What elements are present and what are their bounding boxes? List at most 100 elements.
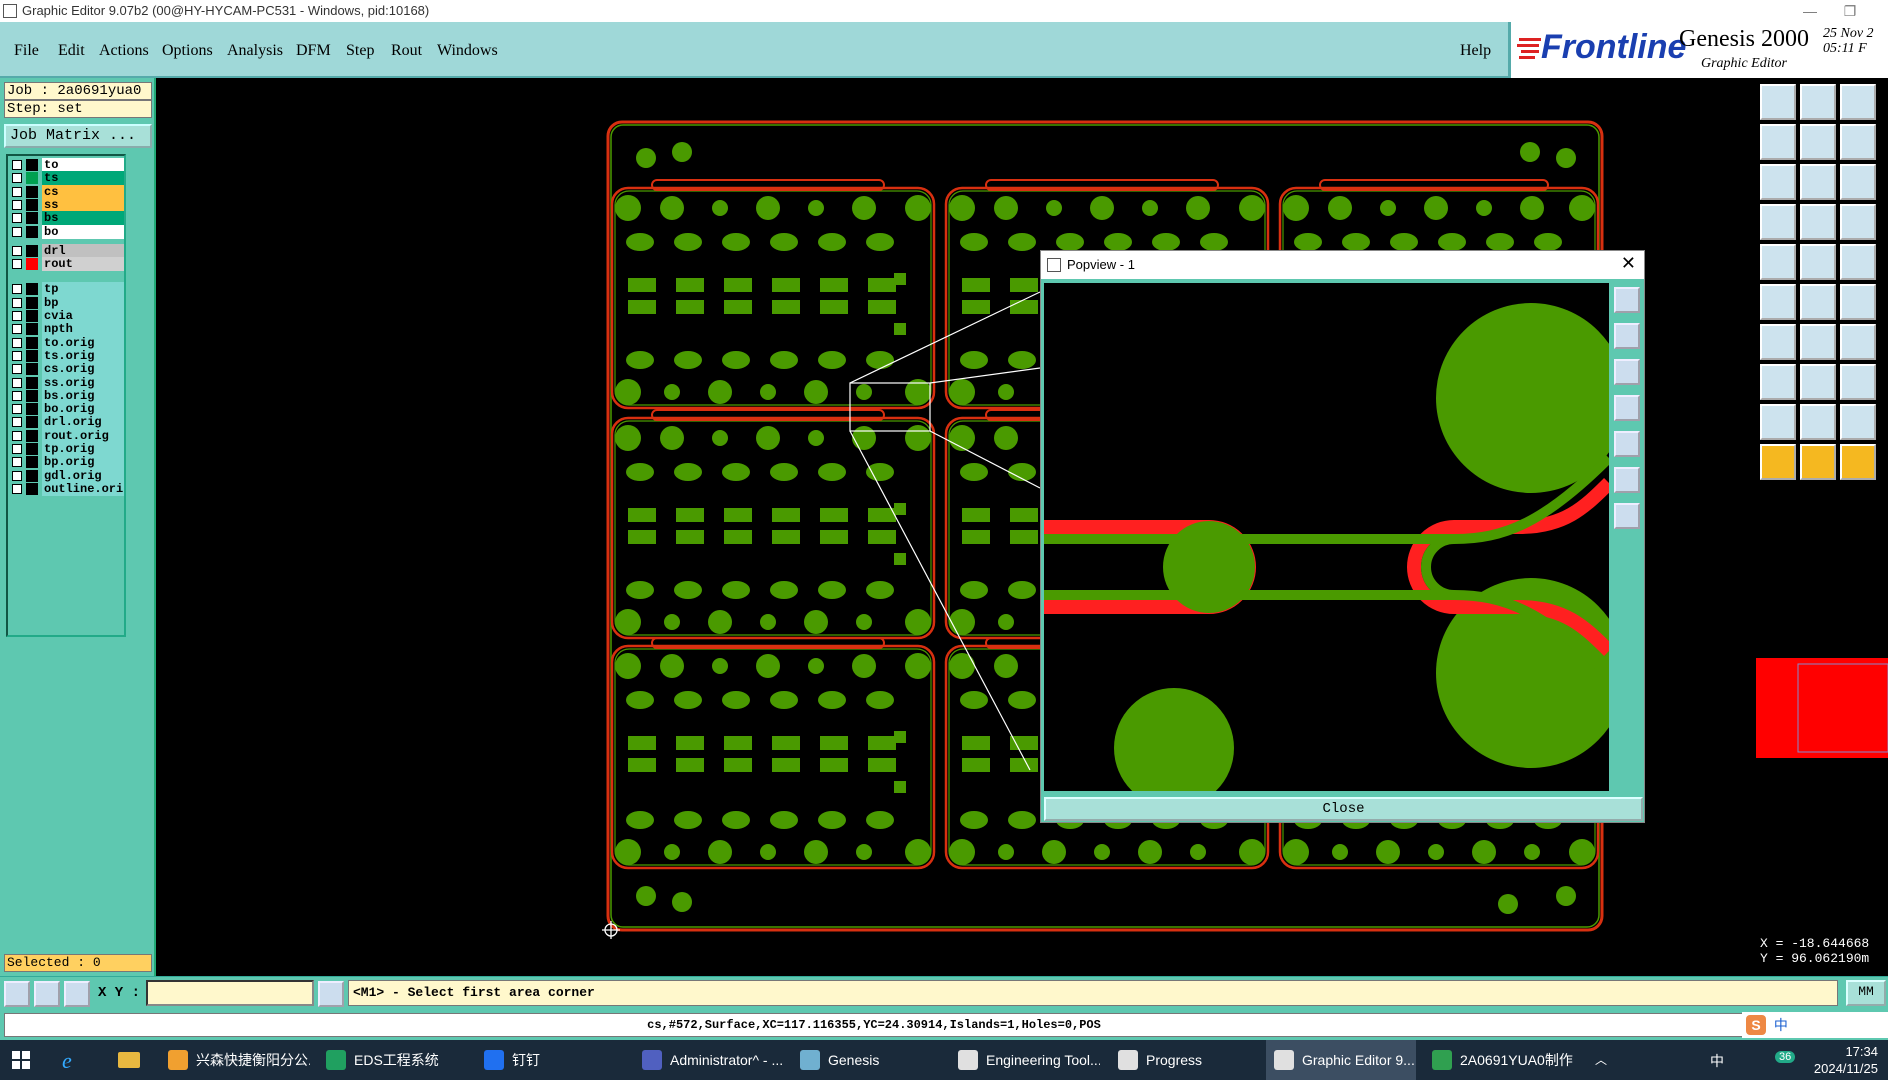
layer-checkbox[interactable]: [12, 226, 22, 237]
layer-checkbox[interactable]: [12, 483, 22, 494]
triangle-icon[interactable]: [1800, 244, 1836, 280]
layer-row[interactable]: bp: [10, 295, 124, 310]
add-node-icon[interactable]: [1840, 284, 1876, 320]
layer-row[interactable]: rout: [10, 257, 124, 272]
layer-name[interactable]: to.orig: [42, 335, 124, 350]
layer-row[interactable]: gdl.orig: [10, 468, 124, 483]
taskbar-item[interactable]: Progress: [1110, 1040, 1260, 1080]
layer-row[interactable]: bs: [10, 211, 124, 226]
popview-zoom-out-icon[interactable]: [1614, 503, 1640, 529]
taskbar-item[interactable]: Administrator^ - ...: [634, 1040, 784, 1080]
layer-checkbox[interactable]: [12, 297, 22, 308]
select-arrow-icon[interactable]: [1760, 444, 1796, 480]
pan-right-icon[interactable]: [1800, 124, 1836, 160]
minimize-button[interactable]: —: [1803, 3, 1817, 19]
layer-checkbox[interactable]: [12, 284, 22, 295]
layer-name[interactable]: to: [42, 158, 124, 172]
reverse-icon[interactable]: [1840, 124, 1876, 160]
popview-pan-right-icon[interactable]: [1614, 431, 1640, 457]
layer-name[interactable]: ss: [42, 197, 124, 212]
layer-name[interactable]: cs.orig: [42, 362, 124, 377]
taskbar-item[interactable]: 2A0691YUA0制作...: [1424, 1040, 1574, 1080]
layer-checkbox[interactable]: [12, 444, 22, 454]
layer-name[interactable]: cvia: [42, 309, 124, 323]
layer-name[interactable]: drl: [42, 243, 124, 258]
layer-name[interactable]: bs.orig: [42, 388, 124, 403]
taskbar-item[interactable]: Engineering Tool...: [950, 1040, 1100, 1080]
layer-name[interactable]: rout: [42, 257, 124, 272]
snap-icon[interactable]: [4, 981, 30, 1007]
close-icon[interactable]: [1800, 284, 1836, 320]
xy-input[interactable]: [146, 980, 314, 1006]
layer-checkbox[interactable]: [12, 186, 22, 197]
menu-file[interactable]: File: [14, 42, 39, 59]
taskbar-item[interactable]: Graphic Editor 9....: [1266, 1040, 1416, 1080]
layer-row[interactable]: drl.orig: [10, 415, 124, 430]
letter-a-outline-icon[interactable]: [1840, 404, 1876, 440]
layer-row[interactable]: tp.orig: [10, 442, 124, 456]
layer-row[interactable]: bo: [10, 224, 124, 239]
grid-icon[interactable]: [64, 981, 90, 1007]
layer-row[interactable]: ts.orig: [10, 348, 124, 363]
slash-icon[interactable]: [1800, 324, 1836, 360]
restore-button[interactable]: ❐: [1843, 3, 1857, 19]
layer-row[interactable]: drl: [10, 243, 124, 258]
popview-pan-down-icon[interactable]: [1614, 359, 1640, 385]
layer-checkbox[interactable]: [12, 470, 22, 481]
pan-left-icon[interactable]: [1760, 124, 1796, 160]
windows-start-icon[interactable]: [12, 1051, 30, 1069]
arc-icon[interactable]: [1840, 324, 1876, 360]
layer-row[interactable]: bp.orig: [10, 455, 124, 470]
job-matrix-button[interactable]: Job Matrix ...: [4, 124, 152, 148]
layer-row[interactable]: ss: [10, 197, 124, 212]
layer-checkbox[interactable]: [12, 404, 22, 415]
popview-close-x-icon[interactable]: ✕: [1620, 253, 1636, 273]
layer-name[interactable]: cs: [42, 184, 124, 199]
menu-analysis[interactable]: Analysis: [227, 42, 283, 59]
layer-checkbox[interactable]: [12, 430, 22, 441]
taskbar-item[interactable]: 兴森快捷衡阳分公...: [160, 1040, 310, 1080]
measure-icon[interactable]: [34, 981, 60, 1007]
sogou-icon[interactable]: S: [1746, 1015, 1766, 1035]
file-explorer-icon[interactable]: [118, 1052, 140, 1068]
layer-checkbox[interactable]: [12, 364, 22, 375]
select-circle-icon[interactable]: [1840, 444, 1876, 480]
layer-name[interactable]: bo: [42, 224, 124, 239]
layer-row[interactable]: outline.orig: [10, 481, 124, 496]
layer-row[interactable]: cvia: [10, 309, 124, 323]
connect-icon[interactable]: [1760, 284, 1796, 320]
layer-checkbox[interactable]: [12, 259, 22, 270]
info-icon[interactable]: [318, 981, 344, 1007]
popview-zoom-home-icon[interactable]: [1614, 287, 1640, 313]
menu-options[interactable]: Options: [162, 42, 213, 59]
layer-row[interactable]: tp: [10, 282, 124, 297]
chevron-up-icon[interactable]: ︿: [1595, 1053, 1608, 1067]
popview-pan-up-icon[interactable]: [1614, 323, 1640, 349]
ruler-icon[interactable]: [1840, 244, 1876, 280]
layer-row[interactable]: ss.orig: [10, 375, 124, 390]
popview-zoom-in-icon[interactable]: [1614, 467, 1640, 493]
layer-checkbox[interactable]: [12, 245, 22, 256]
zoom-home-icon[interactable]: [1760, 84, 1796, 120]
gear-icon[interactable]: [1760, 204, 1796, 240]
layer-checkbox[interactable]: [12, 337, 22, 348]
layer-row[interactable]: bs.orig: [10, 388, 124, 403]
layer-row[interactable]: cs: [10, 184, 124, 199]
home-icon[interactable]: [1840, 84, 1876, 120]
unit-button[interactable]: MM: [1846, 980, 1886, 1006]
layer-row[interactable]: ts: [10, 171, 124, 186]
route-icon[interactable]: [1800, 204, 1836, 240]
layer-row[interactable]: bo.orig: [10, 402, 124, 417]
layer-checkbox[interactable]: [12, 324, 22, 335]
layer-row[interactable]: npth: [10, 322, 124, 337]
ime-lang[interactable]: 中: [1773, 1017, 1788, 1033]
layer-name[interactable]: ts.orig: [42, 348, 124, 363]
clock[interactable]: 17:34 2024/11/25: [1814, 1043, 1878, 1077]
measure-icon[interactable]: [1840, 364, 1876, 400]
taskbar-item[interactable]: 钉钉: [476, 1040, 626, 1080]
zoom-fit-icon[interactable]: [1760, 164, 1796, 200]
layer-checkbox[interactable]: [12, 377, 22, 388]
taskbar-item[interactable]: Genesis: [792, 1040, 942, 1080]
mini-overview[interactable]: [1756, 658, 1888, 758]
layer-checkbox[interactable]: [12, 417, 22, 428]
